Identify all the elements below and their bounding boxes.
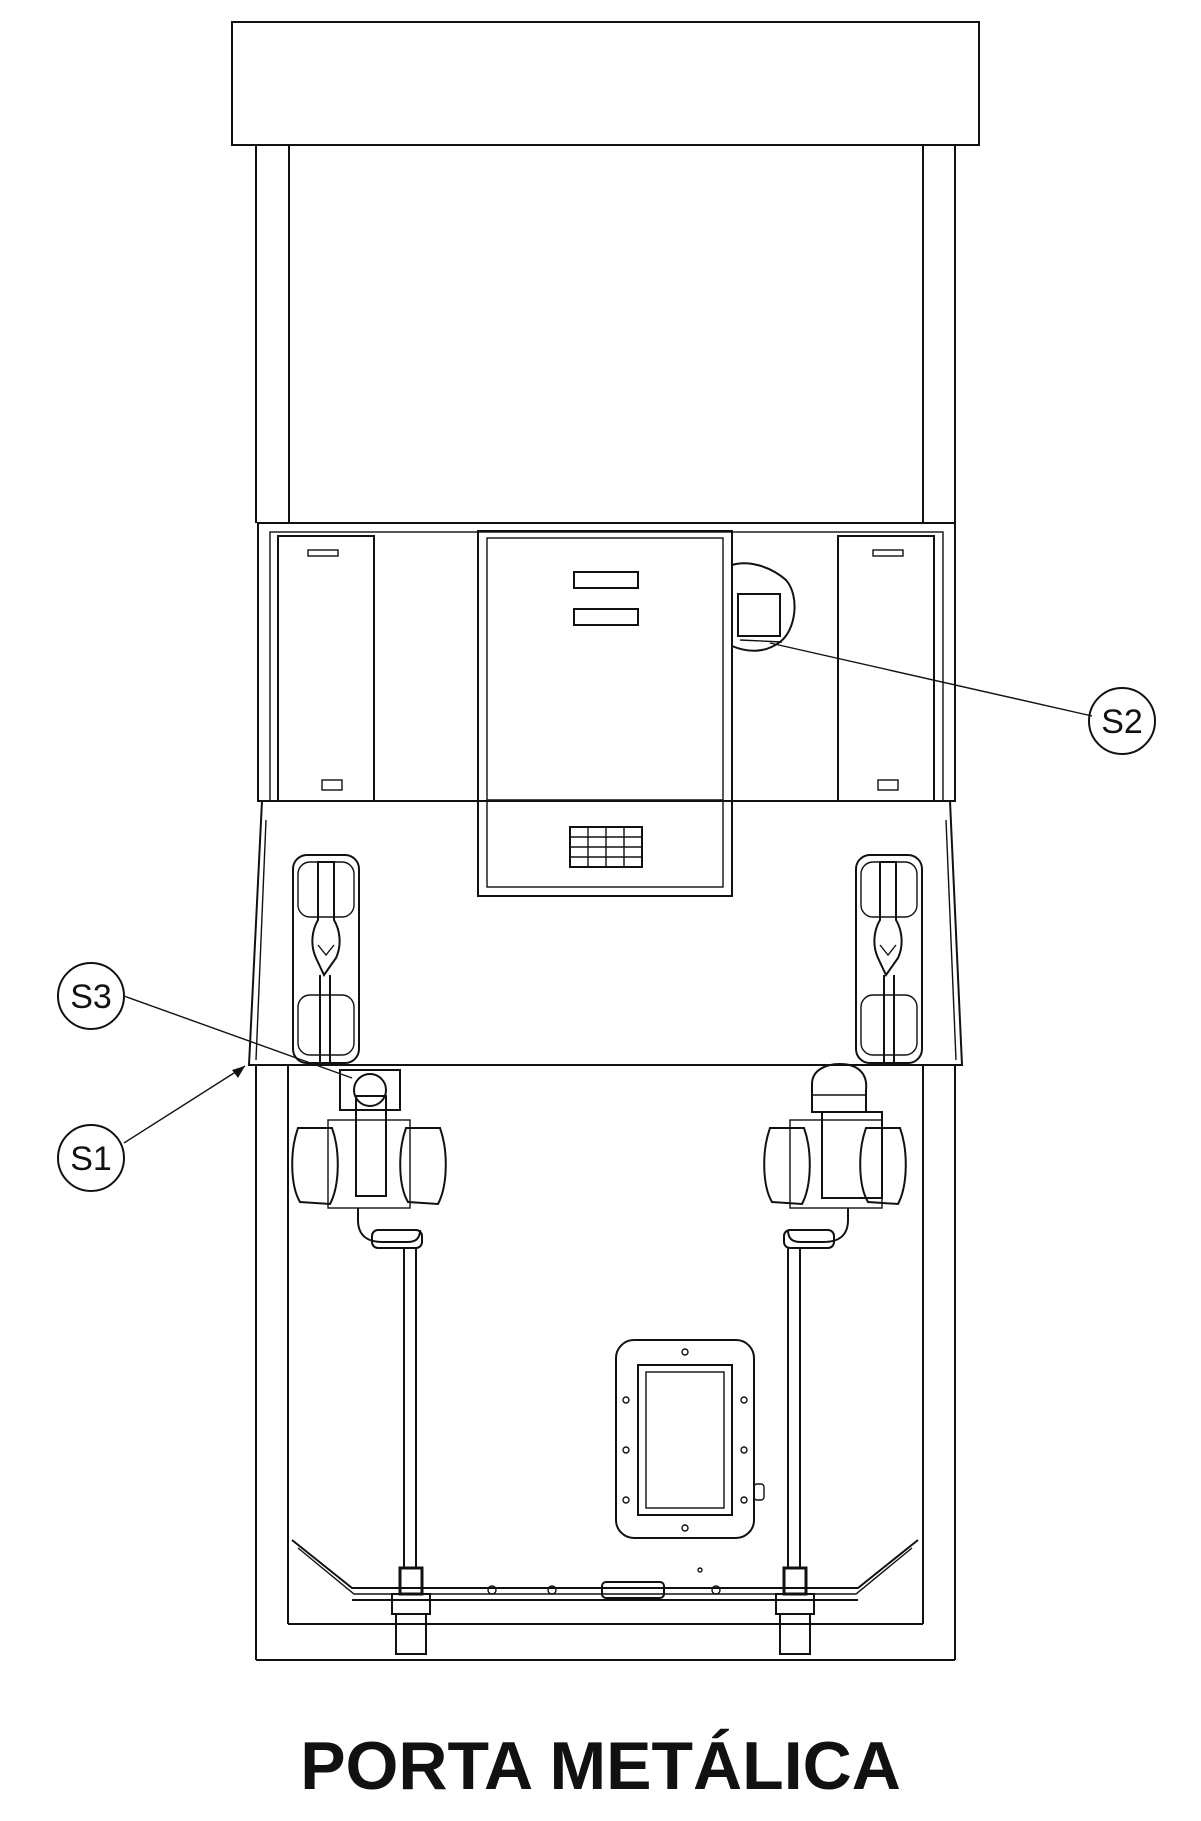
right-meter-assembly: [763, 1062, 907, 1655]
fuel-dispenser-drawing: S2 S3 S1: [57, 21, 1156, 1661]
keypad-grid: [569, 826, 643, 868]
left-meter-assembly: [291, 1069, 447, 1655]
callout-s1-label: S1: [70, 1140, 112, 1178]
callout-s1: S1: [57, 1124, 125, 1192]
upper-column: [255, 145, 956, 523]
callout-leaders: [123, 642, 1093, 1144]
callout-s3-label: S3: [70, 978, 112, 1016]
right-nozzle-holster: [855, 854, 923, 1065]
access-plate: [615, 1339, 765, 1539]
drawing-title: PORTA METÁLICA: [300, 1728, 901, 1804]
canopy-box: [231, 21, 980, 146]
nozzle-panel: [247, 800, 964, 1066]
price-display-1: [573, 571, 639, 589]
callout-s2: S2: [1088, 687, 1156, 755]
base-tray: [291, 1539, 919, 1601]
callout-s3: S3: [57, 962, 125, 1030]
card-reader: [731, 562, 796, 652]
lower-body: [255, 1065, 956, 1661]
display-unit: [477, 530, 733, 897]
left-nozzle-holster: [292, 854, 360, 1065]
callout-s2-label: S2: [1101, 703, 1143, 741]
price-display-2: [573, 608, 639, 626]
head-panel: [257, 522, 956, 802]
